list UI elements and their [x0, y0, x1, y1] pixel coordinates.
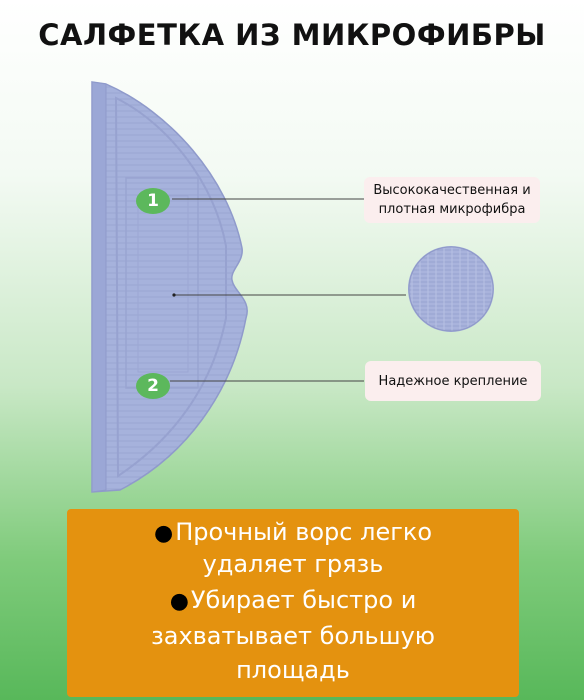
swatch-anchor-dot — [172, 293, 176, 297]
feature-2-line-2: захватывает большую — [150, 622, 435, 650]
page-title: САЛФЕТКА ИЗ МИКРОФИБРЫ — [38, 18, 546, 52]
callout-secure-attachment-text: Надежное крепление — [378, 373, 528, 389]
features-banner: ●Прочный ворс легко удаляет грязь ●Убира… — [67, 509, 519, 697]
microfiber-texture-swatch — [408, 246, 494, 332]
feature-1-line-1: ●Прочный ворс легко — [154, 518, 432, 546]
feature-1-line-2: удаляет грязь — [202, 550, 384, 578]
marker-2: 2 — [136, 373, 170, 399]
callout-secure-attachment: Надежное крепление — [365, 361, 541, 401]
bullet-icon: ● — [169, 589, 189, 614]
marker-1: 1 — [136, 188, 170, 214]
feature-2-line-3: площадь — [236, 656, 350, 684]
microfiber-pad-image — [91, 81, 248, 493]
callout-microfiber-quality: Высококачественная и плотная микрофибра — [364, 177, 540, 223]
feature-2-line-1: ●Убирает быстро и — [169, 586, 417, 614]
bullet-icon: ● — [154, 521, 174, 546]
callout-microfiber-quality-text: Высококачественная и плотная микрофибра — [373, 183, 531, 217]
